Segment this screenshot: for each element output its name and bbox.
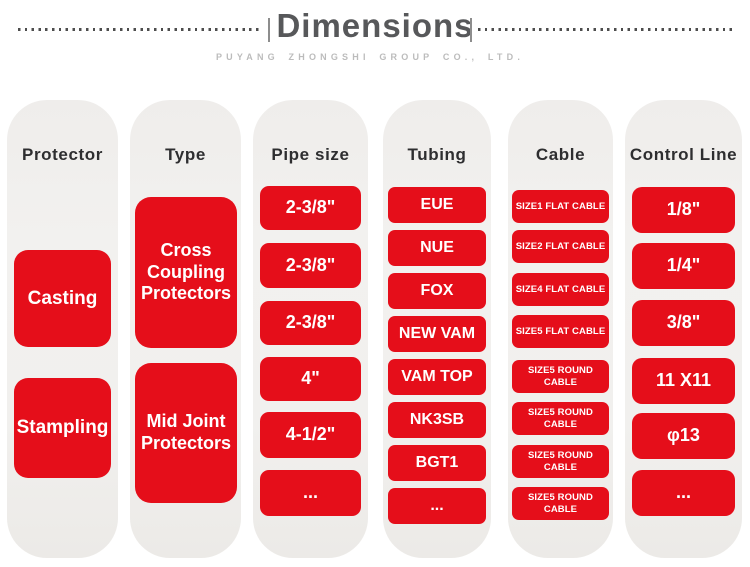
tubing-item: EUE	[388, 187, 486, 223]
type-item-cross-coupling: Cross Coupling Protectors	[135, 197, 237, 348]
control-line-item: 1/4"	[632, 243, 735, 289]
column-type-label: Type	[165, 145, 206, 164]
tubing-item: FOX	[388, 273, 486, 309]
column-protector: Protector Casting Stampling	[7, 100, 118, 558]
column-control-line: Control Line 1/8" 1/4" 3/8" 11 X11 φ13 .…	[625, 100, 742, 558]
pipe-size-item: 4-1/2"	[260, 412, 361, 458]
control-line-item: 1/8"	[632, 187, 735, 233]
dotted-divider-right	[478, 28, 735, 31]
tubing-item-more: ...	[388, 488, 486, 524]
control-line-item-more: ...	[632, 470, 735, 516]
pipe-size-item: 2-3/8"	[260, 243, 361, 288]
tubing-item: NK3SB	[388, 402, 486, 438]
company-name: PUYANG ZHONGSHI GROUP CO., LTD.	[215, 52, 525, 62]
cable-item: SIZE5 ROUND CABLE	[512, 402, 609, 435]
pipe-size-item: 2-3/8"	[260, 301, 361, 345]
tubing-item: VAM TOP	[388, 359, 486, 395]
column-tubing: Tubing EUE NUE FOX NEW VAM VAM TOP NK3SB…	[383, 100, 491, 558]
cable-item: SIZE5 ROUND CABLE	[512, 487, 609, 520]
cable-item: SIZE5 ROUND CABLE	[512, 445, 609, 478]
title-bar-right	[470, 18, 472, 42]
cable-item: SIZE1 FLAT CABLE	[512, 190, 609, 223]
control-line-item: 11 X11	[632, 358, 735, 404]
cable-item: SIZE5 FLAT CABLE	[512, 315, 609, 348]
column-cable-label: Cable	[535, 145, 586, 164]
pipe-size-item: 4"	[260, 357, 361, 401]
page-title: Dimensions	[276, 7, 474, 44]
pipe-size-item: 2-3/8"	[260, 186, 361, 230]
protector-item-stampling: Stampling	[14, 378, 111, 478]
title-bar-left	[268, 18, 270, 42]
cable-item: SIZE4 FLAT CABLE	[512, 273, 609, 306]
column-cable: Cable SIZE1 FLAT CABLE SIZE2 FLAT CABLE …	[508, 100, 613, 558]
pipe-size-item-more: ...	[260, 470, 361, 516]
type-item-mid-joint: Mid Joint Protectors	[135, 363, 237, 503]
column-tubing-label: Tubing	[407, 145, 467, 164]
dotted-divider-left	[18, 28, 263, 31]
column-pipe-size-label: Pipe size	[271, 145, 350, 164]
protector-item-casting: Casting	[14, 250, 111, 347]
column-type: Type Cross Coupling Protectors Mid Joint…	[130, 100, 241, 558]
tubing-item: BGT1	[388, 445, 486, 481]
tubing-item: NUE	[388, 230, 486, 266]
control-line-item: φ13	[632, 413, 735, 459]
tubing-item: NEW VAM	[388, 316, 486, 352]
cable-item: SIZE5 ROUND CABLE	[512, 360, 609, 393]
cable-item: SIZE2 FLAT CABLE	[512, 230, 609, 263]
column-pipe-size: Pipe size 2-3/8" 2-3/8" 2-3/8" 4" 4-1/2"…	[253, 100, 368, 558]
column-protector-label: Protector	[22, 145, 103, 164]
column-control-line-label: Control Line	[629, 145, 738, 164]
control-line-item: 3/8"	[632, 300, 735, 346]
